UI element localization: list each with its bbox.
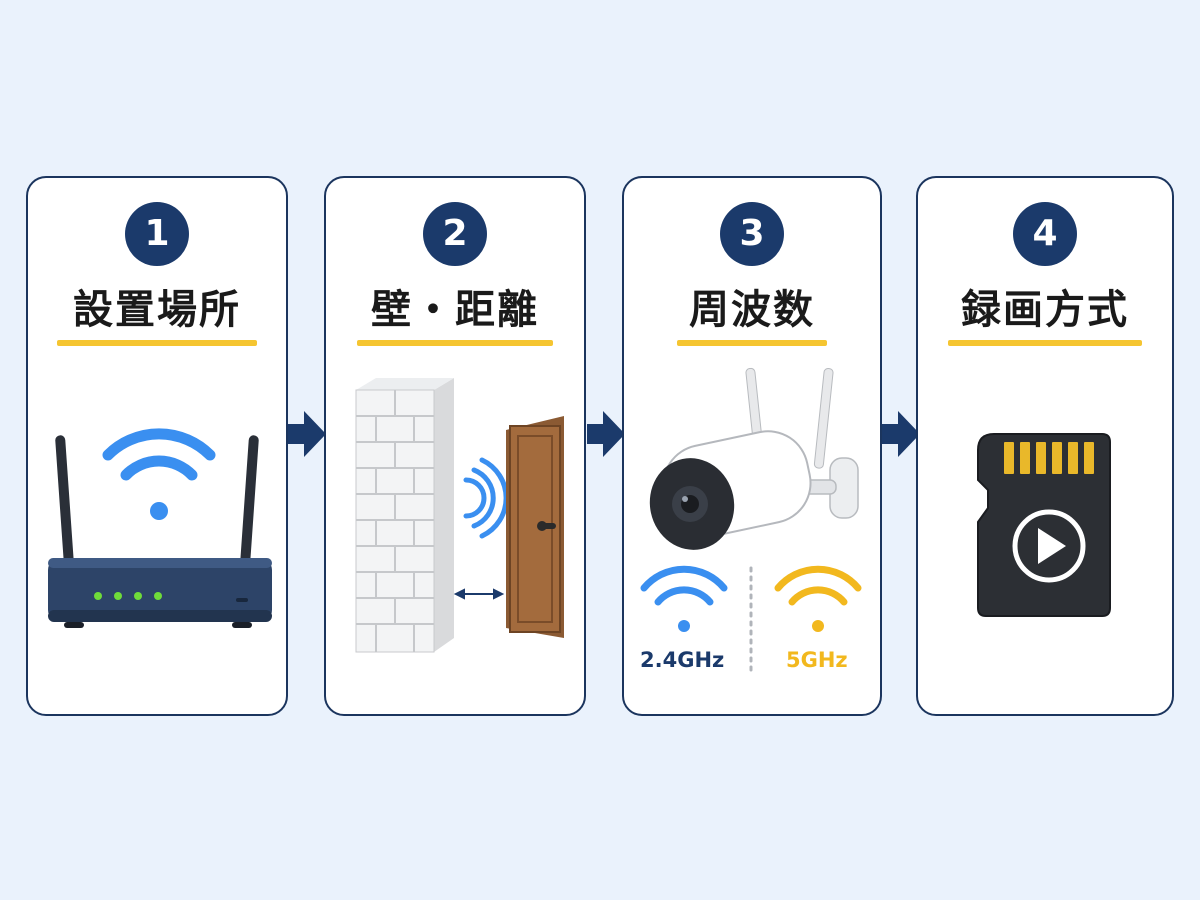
microsd-card-icon — [977, 433, 1111, 617]
wifi-icon — [774, 565, 862, 632]
arrow-right-icon — [587, 411, 625, 457]
step-title: 設置場所 — [73, 287, 241, 333]
step-card-4: 4 録画方式 — [916, 176, 1174, 716]
step-number-badge: 1 — [125, 202, 189, 266]
wifi-router-icon — [48, 428, 272, 628]
step-card-1: 1 設置場所 — [26, 176, 288, 716]
wifi-icon — [640, 565, 728, 632]
title-underline — [57, 340, 257, 346]
title-underline — [357, 340, 553, 346]
play-icon — [1012, 509, 1086, 583]
step-number-badge: 2 — [423, 202, 487, 266]
brick-wall-icon — [355, 378, 564, 653]
title-underline — [948, 340, 1142, 346]
band-label-2-4ghz: 2.4GHz — [640, 648, 725, 672]
step-number-badge: 4 — [1013, 202, 1077, 266]
step-card-3: 3 周波数 2.4GHz 5GHz — [622, 176, 882, 716]
step-title: 壁・距離 — [371, 287, 539, 333]
title-underline — [677, 340, 827, 346]
band-label-5ghz: 5GHz — [786, 648, 848, 672]
step-title: 周波数 — [689, 287, 815, 333]
arrow-right-icon — [288, 411, 326, 457]
security-camera-icon — [649, 367, 859, 550]
step-card-2: 2 壁・距離 — [324, 176, 586, 716]
band-divider — [749, 566, 753, 676]
step-number-badge: 3 — [720, 202, 784, 266]
step-title: 録画方式 — [961, 287, 1129, 333]
arrow-right-icon — [882, 411, 920, 457]
